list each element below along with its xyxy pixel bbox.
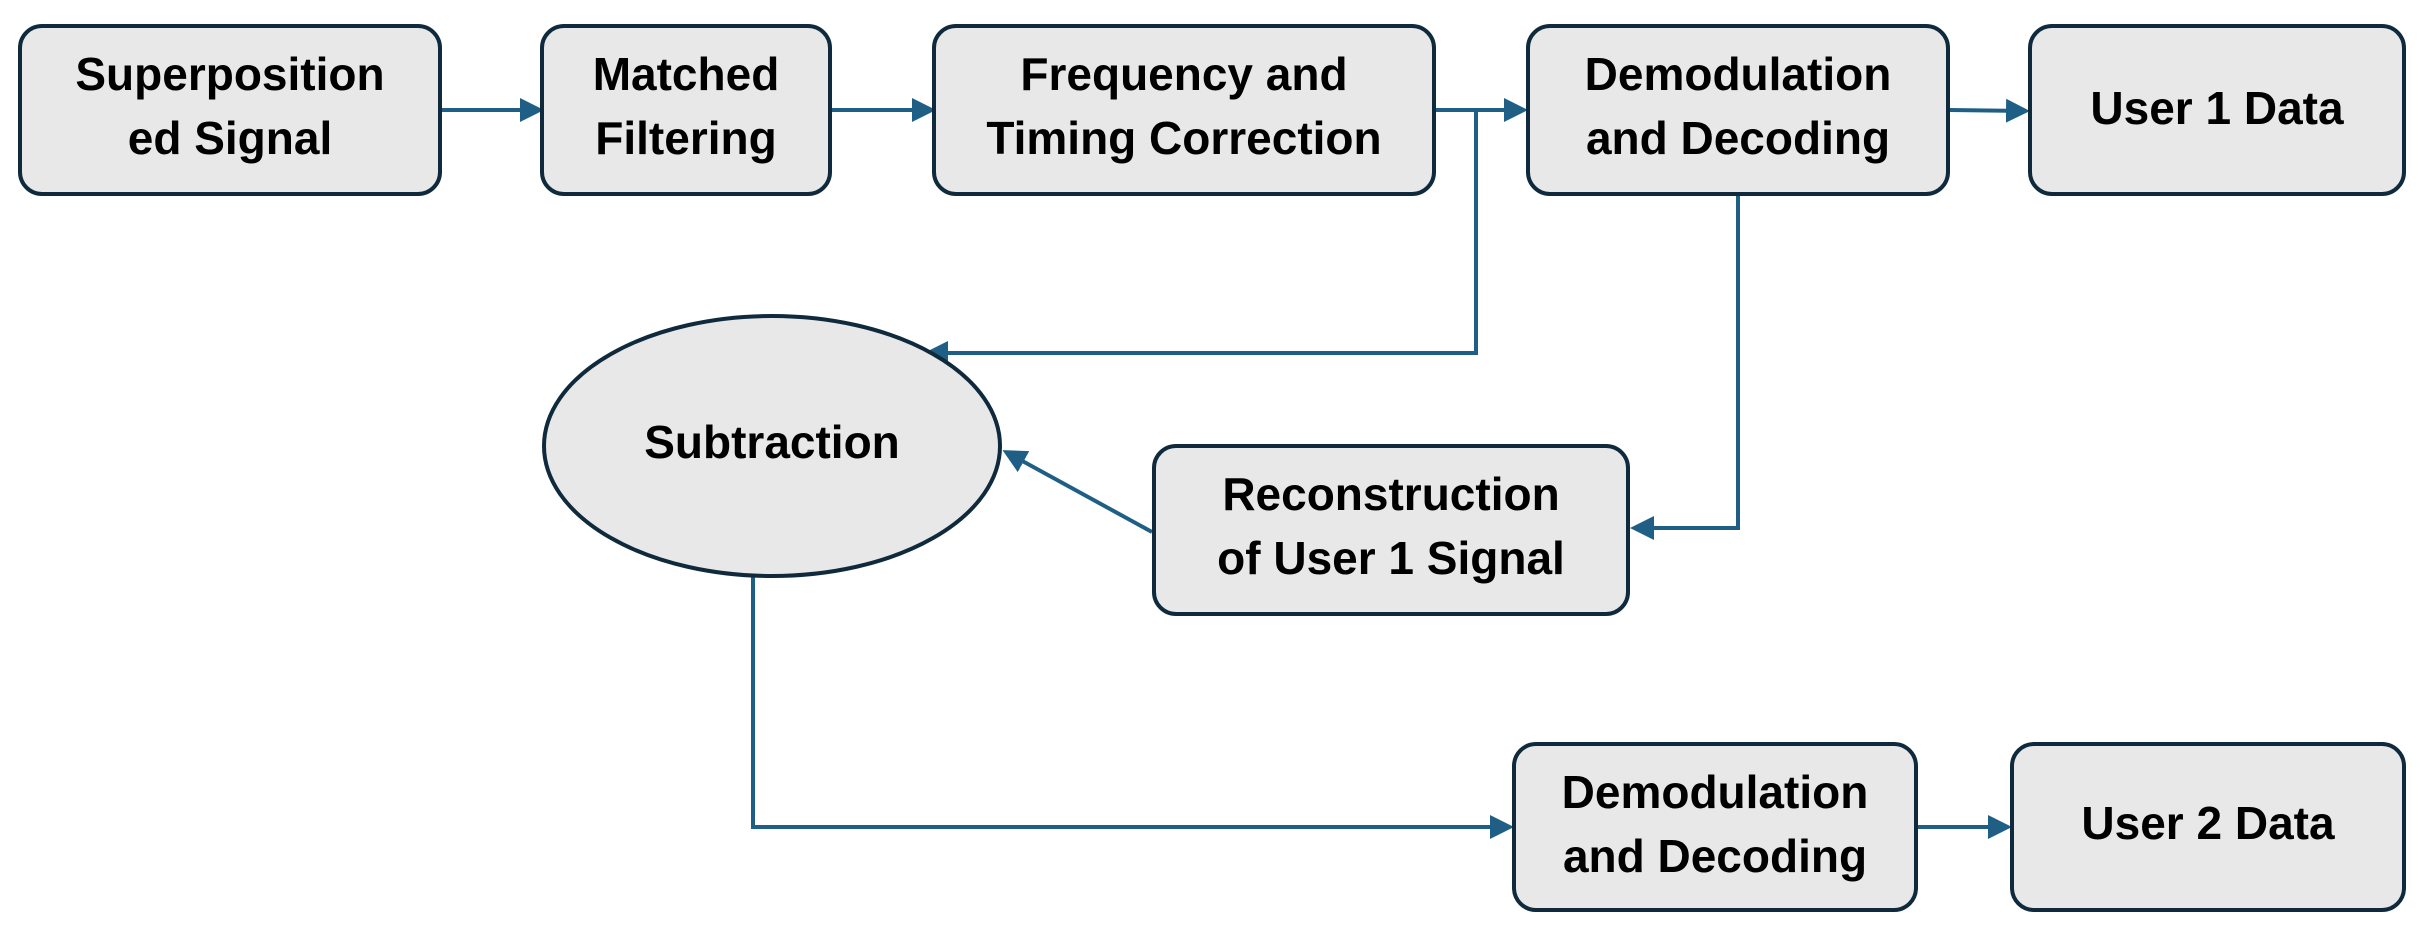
node-box [1152, 444, 1630, 616]
edge-demod1-to-user1 [1949, 98, 2030, 123]
node-subtraction: Subtraction [542, 314, 1002, 578]
edge-freqtiming-to-subtraction [924, 110, 1478, 365]
node-label-line-1: User 1 Data [2090, 82, 2344, 134]
node-box [18, 24, 442, 196]
node-label-line-1: Subtraction [644, 416, 900, 468]
node-label-line-1: Reconstruction [1222, 468, 1559, 520]
edges [442, 98, 2030, 839]
node-superposition: Superposition ed Signal [18, 24, 442, 196]
node-label-line-1: Frequency and [1020, 48, 1347, 100]
node-label-line-1: Superposition [75, 48, 384, 100]
node-ellipse [542, 314, 1002, 578]
node-demodulation-decoding-2: Demodulation and Decoding [1512, 742, 1918, 912]
node-box [932, 24, 1436, 196]
node-demodulation-decoding-1: Demodulation and Decoding [1526, 24, 1950, 196]
node-user-1-data: User 1 Data [2028, 24, 2406, 196]
edge-reconstruction-to-subtraction [1002, 450, 1153, 534]
node-box [1526, 24, 1950, 196]
node-reconstruction-user-1-signal: Reconstruction of User 1 Signal [1152, 444, 1630, 616]
node-label-line-1: Demodulation [1585, 48, 1892, 100]
node-label-line-1: Matched [593, 48, 780, 100]
node-label-line-2: Timing Correction [986, 112, 1381, 164]
node-box [1512, 742, 1918, 912]
node-frequency-timing-correction: Frequency and Timing Correction [932, 24, 1436, 196]
node-label-line-1: Demodulation [1562, 766, 1869, 818]
edge-demod1-to-reconstruction [1630, 196, 1740, 540]
node-matched-filtering: Matched Filtering [540, 24, 832, 196]
node-label-line-2: and Decoding [1586, 112, 1890, 164]
node-label-line-2: of User 1 Signal [1217, 532, 1565, 584]
node-label-line-1: User 2 Data [2081, 797, 2335, 849]
node-box [2028, 24, 2406, 196]
node-box [540, 24, 832, 196]
node-box [2010, 742, 2406, 912]
node-label-line-2: ed Signal [128, 112, 332, 164]
node-user-2-data: User 2 Data [2010, 742, 2406, 912]
edge-subtraction-to-demod2 [751, 574, 1514, 839]
node-label-line-2: Filtering [595, 112, 776, 164]
node-label-line-2: and Decoding [1563, 830, 1867, 882]
